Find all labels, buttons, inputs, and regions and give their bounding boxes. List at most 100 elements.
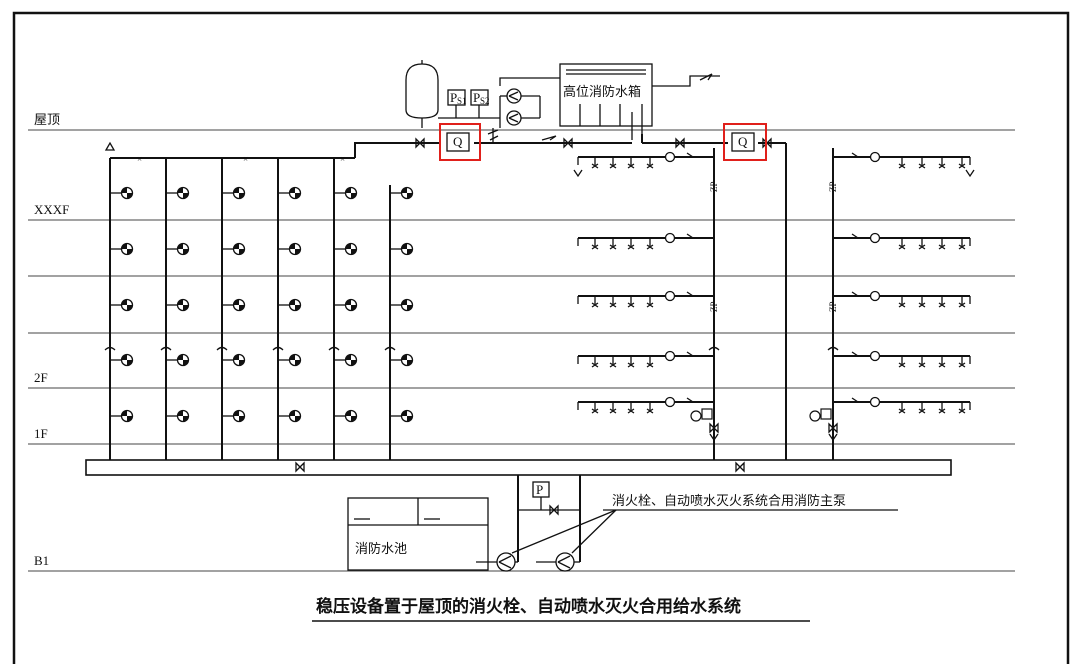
fire-hydrant-cabinet (400, 242, 414, 256)
water-flow-indicator (851, 351, 859, 357)
riser-tag: ZP (828, 301, 838, 312)
water-flow-indicator (851, 233, 859, 239)
sprinkler-head (958, 408, 966, 414)
sprinkler-head (898, 163, 906, 169)
roof-main-pipe (354, 128, 787, 460)
pipe-break-mark (160, 346, 172, 351)
water-flow-indicator (851, 291, 859, 297)
sprinkler-head (591, 244, 599, 250)
fire-hydrant-cabinet (120, 242, 134, 256)
water-flow-indicator (686, 397, 694, 403)
fire-hydrant-cabinet (120, 353, 134, 367)
end-test-valve (965, 169, 975, 178)
signal-valve (664, 290, 676, 302)
drawing-title: 稳压设备置于屋顶的消火栓、自动喷水灭火合用给水系统 (316, 596, 741, 617)
fire-hydrant-cabinet (176, 186, 190, 200)
fire-hydrant-cabinet (288, 409, 302, 423)
fire-hydrant-cabinet (176, 298, 190, 312)
pipe-break-mark (104, 346, 116, 351)
ground-main-pipe (85, 459, 952, 476)
fire-hydrant-cabinet (400, 353, 414, 367)
fire-hydrant-cabinet (344, 409, 358, 423)
fire-hydrant-cabinet (120, 298, 134, 312)
pressure-vessel (405, 63, 439, 119)
fire-hydrant-cabinet (176, 409, 190, 423)
pipe-break-mark (272, 346, 284, 351)
water-flow-indicator (851, 152, 859, 158)
alarm-valve-assembly (690, 408, 719, 460)
sprinkler-head (609, 244, 617, 250)
sprinkler-head (918, 302, 926, 308)
pipe-break-mark (216, 346, 228, 351)
fire-hydrant-cabinet (344, 242, 358, 256)
sprinkler-head (646, 362, 654, 368)
cross-mark: × (137, 154, 142, 164)
signal-valve (664, 396, 676, 408)
sprinkler-head (918, 244, 926, 250)
basement-equipment: 消防水池 P 消火栓、自动喷水灭火系统合用消防主泵 (347, 475, 898, 572)
water-flow-indicator (851, 397, 859, 403)
water-flow-indicator (686, 291, 694, 297)
floor-lines (28, 129, 1015, 572)
fire-hydrant-cabinet (232, 353, 246, 367)
sprinkler-head (627, 244, 635, 250)
fire-hydrant-cabinet (344, 298, 358, 312)
high-level-tank-label: 高位消防水箱 (563, 84, 641, 100)
fire-hydrant-cabinet (120, 186, 134, 200)
signal-valve (869, 232, 881, 244)
flow-switch-label-1: Q (453, 134, 463, 149)
air-valve-icon (104, 141, 116, 151)
floor-label-2f: 2F (34, 370, 48, 385)
fire-hydrant-cabinet (288, 298, 302, 312)
sprinkler-head (918, 408, 926, 414)
fire-hydrant-cabinet (120, 409, 134, 423)
fire-hydrant-cabinet (344, 186, 358, 200)
signal-valve (664, 232, 676, 244)
water-flow-indicator (686, 233, 694, 239)
sprinkler-head (898, 302, 906, 308)
sprinkler-head (958, 163, 966, 169)
floor-label-1f: 1F (34, 426, 48, 441)
signal-valve (664, 151, 676, 163)
pressure-switch-s2-sub: S2 (480, 96, 490, 106)
water-flow-indicator (686, 152, 694, 158)
cross-mark: × (340, 154, 345, 164)
sprinkler-head (646, 302, 654, 308)
fire-hydrant-cabinet (232, 242, 246, 256)
flow-switch-sprinkler: Q (723, 123, 767, 161)
sprinkler-head (898, 408, 906, 414)
sprinkler-head (898, 244, 906, 250)
fire-hydrant-cabinet (400, 409, 414, 423)
fire-hydrant-cabinet (232, 409, 246, 423)
sprinkler-head (938, 302, 946, 308)
fire-hydrant-cabinet (232, 298, 246, 312)
sprinkler-head (609, 362, 617, 368)
sprinkler-head (958, 362, 966, 368)
floor-label-b1: B1 (34, 553, 49, 568)
hydrant-system: × × × (104, 141, 414, 460)
sprinkler-head (958, 302, 966, 308)
signal-valve (869, 350, 881, 362)
sprinkler-head (898, 362, 906, 368)
sprinkler-head (627, 302, 635, 308)
cross-mark: × (243, 154, 248, 164)
pressure-switch-s2-label: P (473, 90, 480, 105)
sprinkler-head (591, 362, 599, 368)
sprinkler-head (627, 362, 635, 368)
sprinkler-head (938, 163, 946, 169)
high-level-fire-water-tank (559, 63, 653, 127)
signal-valve (664, 350, 676, 362)
sprinkler-head (918, 362, 926, 368)
sprinkler-head (591, 408, 599, 414)
end-test-valve (573, 169, 583, 178)
sprinkler-head (938, 244, 946, 250)
sprinkler-head (609, 408, 617, 414)
roof-equipment: P S1 P S2 高位消防水箱 (405, 60, 720, 140)
sprinkler-head (938, 408, 946, 414)
pipe-break-mark (708, 346, 720, 351)
flow-switch-hydrant: Q (439, 123, 481, 161)
fire-hydrant-cabinet (344, 353, 358, 367)
signal-valve (869, 151, 881, 163)
highlight-box-1 (439, 123, 481, 161)
